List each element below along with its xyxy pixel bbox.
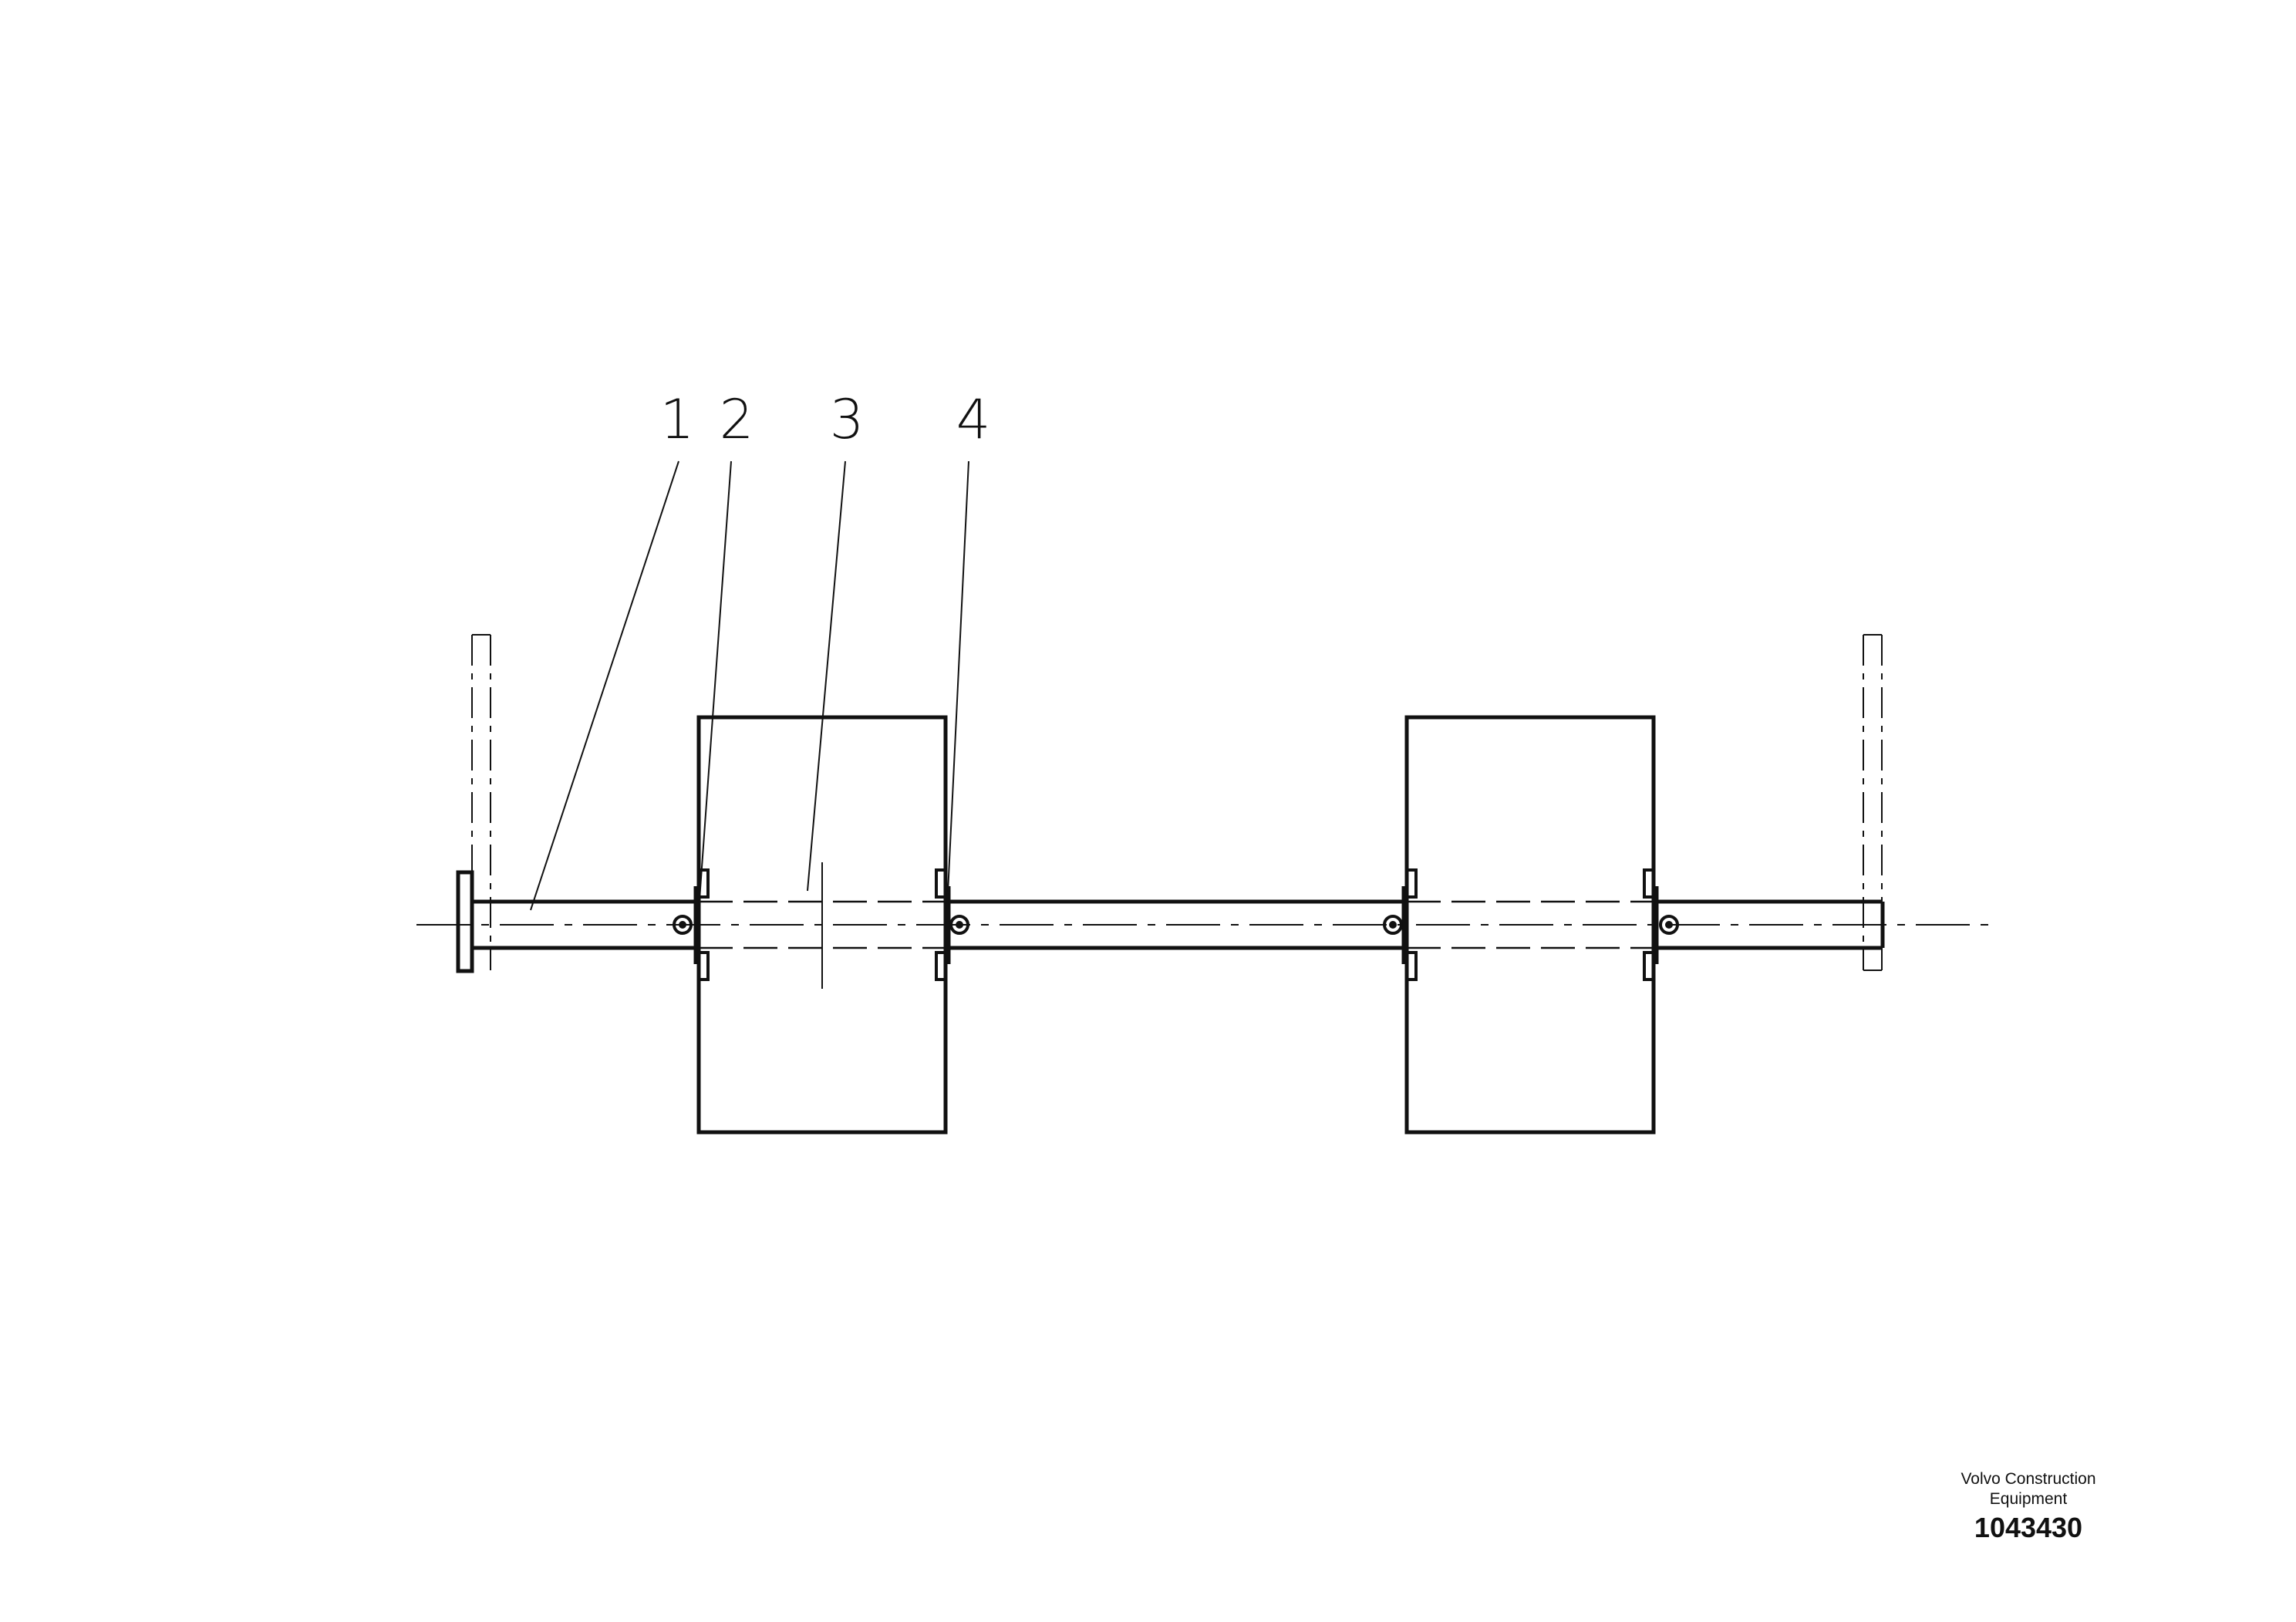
company-line-2: Equipment (1989, 1490, 2068, 1508)
callout-3: 3 (830, 388, 865, 451)
left-support-phantom (471, 634, 491, 970)
leader-lines (530, 460, 969, 911)
company-name: Volvo Construction Equipment (1913, 1469, 2144, 1509)
lock-pins (673, 915, 1679, 935)
company-line-1: Volvo Construction (1961, 1470, 2096, 1488)
callout-2: 2 (720, 388, 754, 451)
callout-4: 4 (956, 388, 991, 451)
bearing-lugs (699, 868, 1654, 981)
callout-1: 1 (660, 388, 695, 451)
part-number: 1043430 (1974, 1512, 2083, 1543)
shaft (472, 899, 1885, 950)
shaft-end-flange (456, 870, 474, 973)
right-support-phantom (1863, 634, 1883, 971)
